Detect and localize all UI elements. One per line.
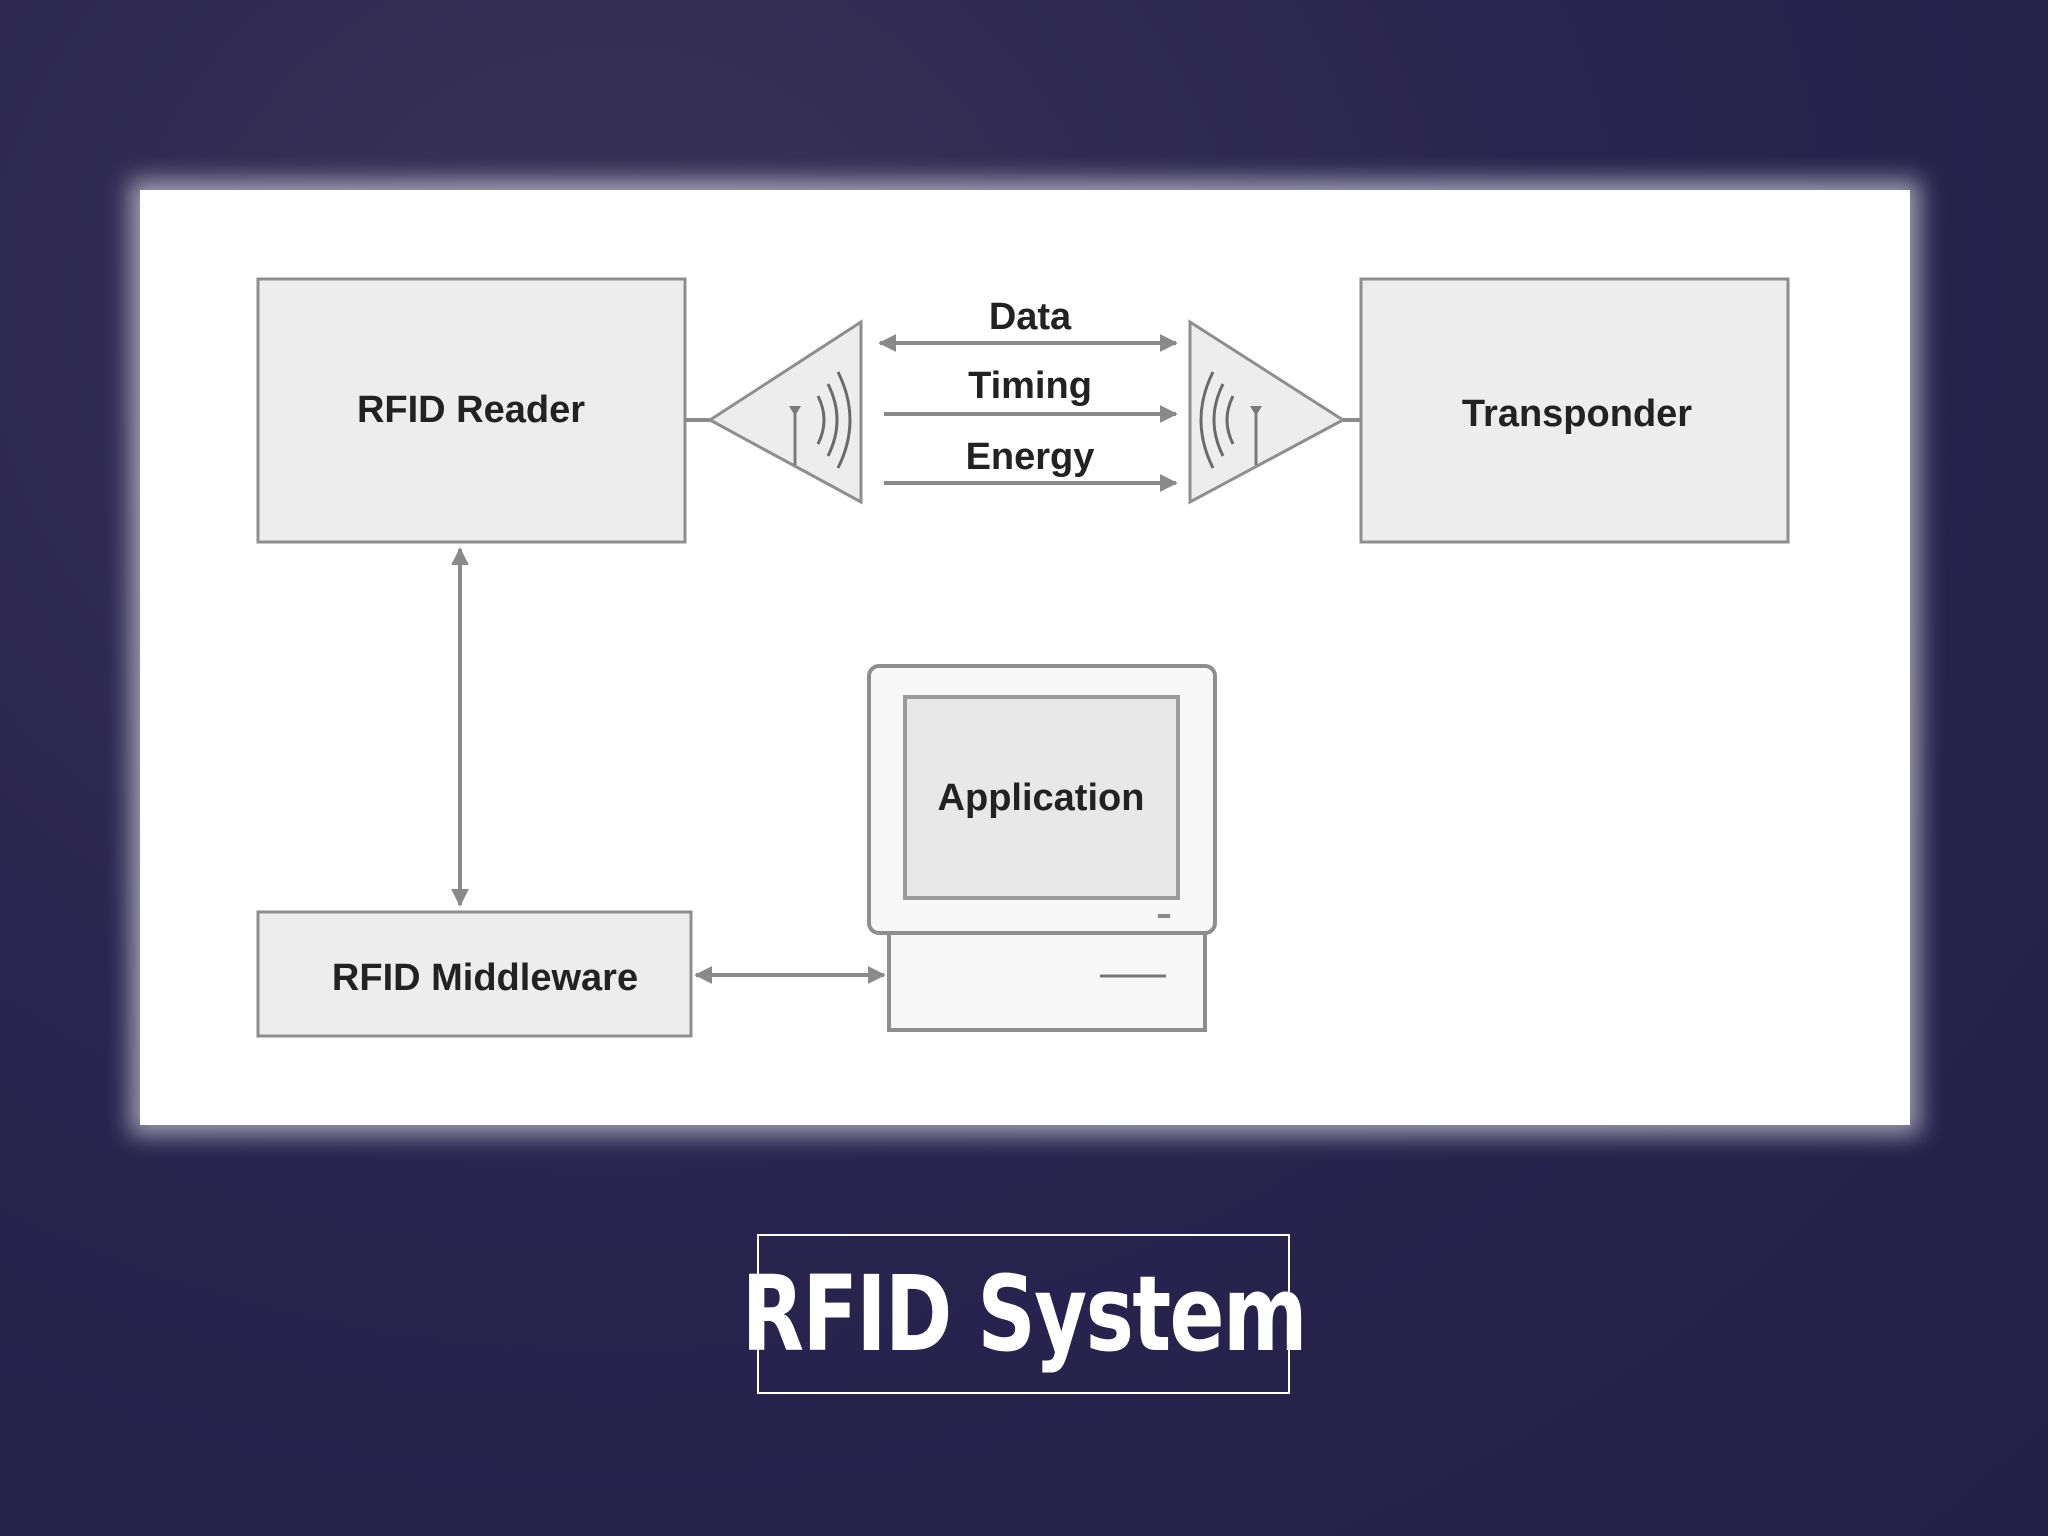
transponder-antenna-icon bbox=[1188, 319, 1361, 505]
rfid-middleware-block: RFID Middleware bbox=[256, 910, 693, 1038]
power-led bbox=[1158, 914, 1170, 918]
application-label: Application bbox=[938, 777, 1145, 819]
monitor-screen bbox=[903, 695, 1180, 900]
rfid-middleware-box bbox=[256, 910, 693, 1038]
rfid-reader-block: RFID Reader bbox=[256, 277, 687, 544]
data-label: Data bbox=[989, 296, 1072, 338]
title-frame: RFID System bbox=[741, 1234, 1307, 1394]
energy-label: Energy bbox=[966, 436, 1095, 478]
slide-title: RFID System bbox=[741, 1253, 1307, 1375]
rfid-middleware-label: RFID Middleware bbox=[332, 957, 638, 999]
timing-label: Timing bbox=[968, 365, 1092, 407]
transponder-label: Transponder bbox=[1462, 393, 1692, 435]
rfid-reader-box bbox=[256, 277, 687, 544]
reader-antenna-icon bbox=[685, 319, 863, 505]
rfid-reader-label: RFID Reader bbox=[357, 389, 585, 431]
computer-base bbox=[887, 931, 1207, 1032]
computer-icon: Application bbox=[867, 664, 1217, 1032]
transponder-box bbox=[1359, 277, 1790, 544]
transponder-block: Transponder bbox=[1359, 277, 1790, 544]
